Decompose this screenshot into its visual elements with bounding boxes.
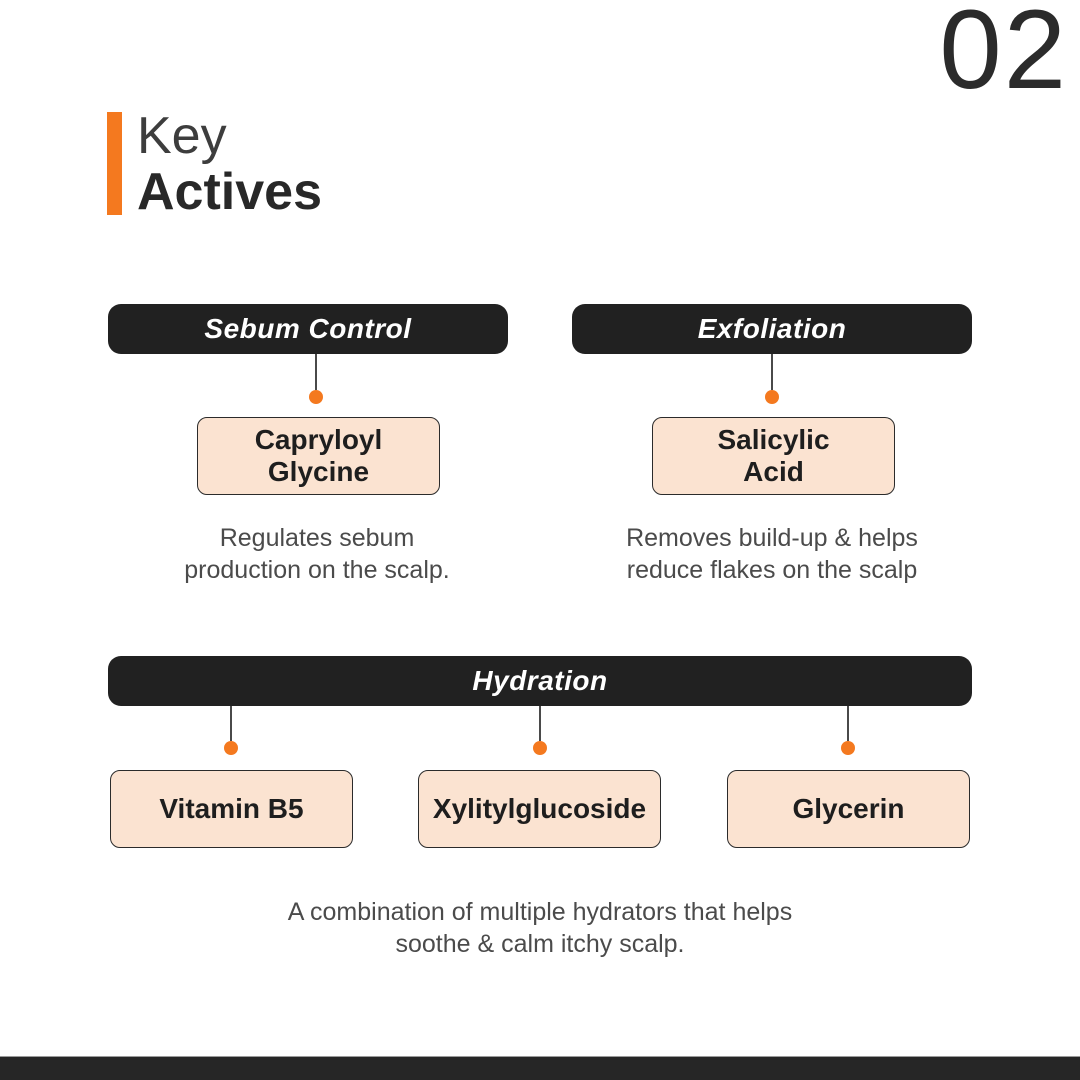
footer-bar [0, 1056, 1080, 1080]
connector-line [847, 706, 849, 741]
connector-dot [841, 741, 855, 755]
ingredient-box-vitamin-b5: Vitamin B5 [110, 770, 353, 848]
page-title-bold: Actives [137, 163, 322, 221]
group-description-hydration: A combination of multiple hydrators that… [287, 898, 793, 958]
title-accent-bar [107, 112, 122, 215]
group-description-sebum-control: Regulates sebum production on the scalp. [184, 524, 450, 584]
connector-dot [533, 741, 547, 755]
group-header-sebum-control: Sebum Control [108, 304, 508, 354]
connector-dot [224, 741, 238, 755]
ingredient-box-glycerin: Glycerin [727, 770, 970, 848]
connector-line [771, 354, 773, 390]
ingredient-box-capryloyl-glycine: Capryloyl Glycine [197, 417, 440, 495]
connector-line [315, 354, 317, 390]
connector-line [230, 706, 232, 741]
ingredient-box-salicylic-acid: Salicylic Acid [652, 417, 895, 495]
connector-line [539, 706, 541, 741]
group-header-exfoliation: Exfoliation [572, 304, 972, 354]
group-header-hydration: Hydration [108, 656, 972, 706]
ingredient-box-xylitylglucoside: Xylitylglucoside [418, 770, 661, 848]
connector-dot [765, 390, 779, 404]
page-title-light: Key [137, 107, 227, 165]
connector-dot [309, 390, 323, 404]
page-number: 02 [939, 0, 1068, 112]
group-description-exfoliation: Removes build-up & helps reduce flakes o… [626, 524, 918, 584]
